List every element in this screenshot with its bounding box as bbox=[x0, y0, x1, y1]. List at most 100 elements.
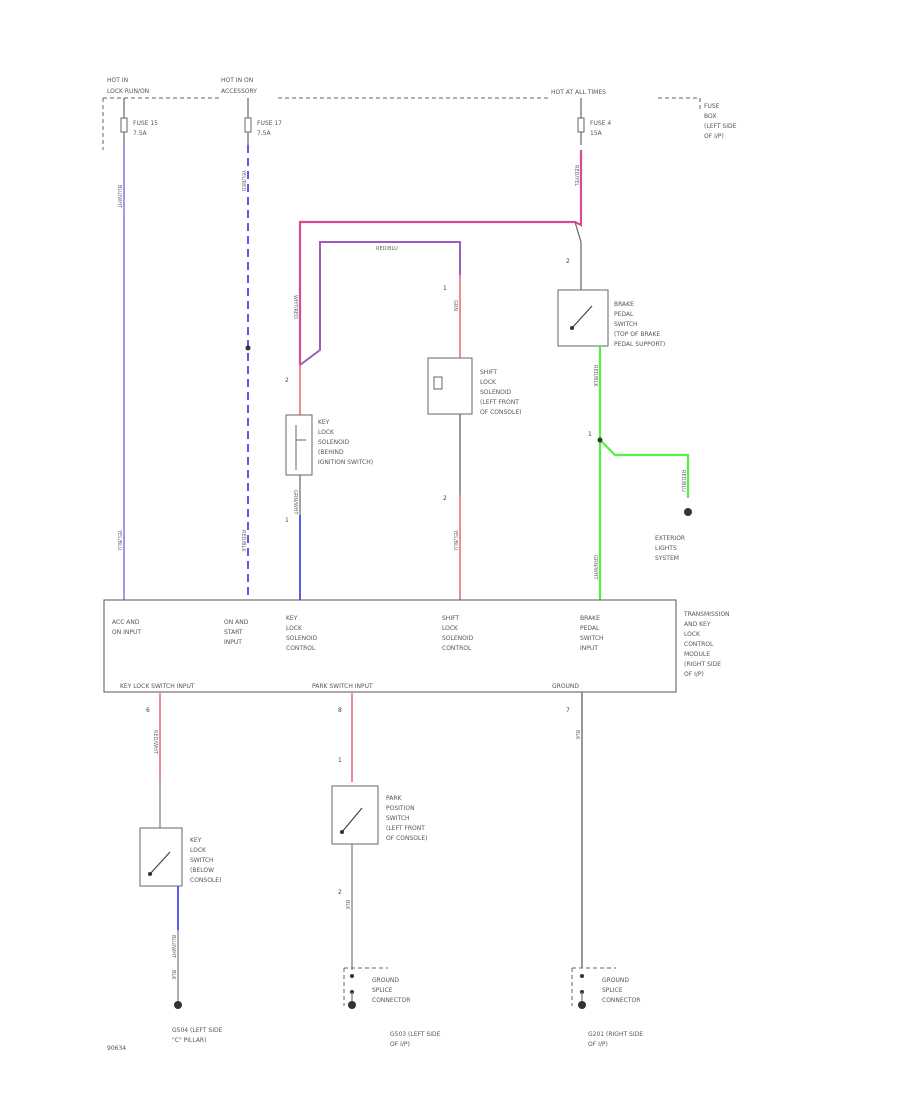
key-sol-label-3: SOLENOID bbox=[318, 439, 350, 446]
key-sol-label-1: KEY bbox=[318, 419, 330, 426]
wire-red-yel-magenta bbox=[298, 150, 583, 365]
exterior-lights-terminal bbox=[684, 508, 692, 516]
g503-line2: OF I/P) bbox=[390, 1041, 410, 1048]
source-mid-line1: HOT IN ON bbox=[221, 77, 253, 84]
jc1-pin-a bbox=[350, 974, 354, 978]
pin-p4: 2 bbox=[443, 495, 447, 502]
jc1-label-1: GROUND bbox=[372, 977, 399, 984]
key-sol-label-4: (BEHIND bbox=[318, 449, 344, 456]
shift-label-4: (LEFT FRONT bbox=[480, 399, 519, 406]
source-left-line2: LOCK RUN/ON bbox=[107, 88, 149, 95]
wire-fuse4-to-brake bbox=[574, 221, 582, 290]
key-lock-switch-box bbox=[139, 827, 183, 887]
module-label-4: CONTROL bbox=[684, 641, 714, 648]
pin-p3: 1 bbox=[443, 285, 447, 292]
park-switch-contact bbox=[340, 830, 344, 834]
park-label-1: PARK bbox=[386, 795, 403, 802]
ground-pin-label: GROUND bbox=[552, 683, 579, 690]
acc-input-2: ON INPUT bbox=[112, 629, 141, 636]
key-lock-switch-contact bbox=[148, 872, 152, 876]
jc1-label-3: CONNECTOR bbox=[372, 997, 410, 1004]
wl-red-blu-b: RED/BLU bbox=[680, 470, 686, 492]
wl-blu-wht: BLU/WHT bbox=[116, 185, 122, 209]
brake-input-1: BRAKE bbox=[580, 615, 600, 622]
key-switch-label-5: CONSOLE) bbox=[190, 877, 221, 884]
key-lock-solenoid-box bbox=[285, 414, 313, 476]
wl-yel-blu-b: YEL/BLU bbox=[452, 529, 458, 551]
brake-switch-box bbox=[557, 289, 609, 347]
shift-control-2: LOCK bbox=[442, 625, 459, 632]
brake-input-4: INPUT bbox=[580, 645, 598, 652]
wl-wht-red: WHT/RED bbox=[292, 295, 298, 319]
green-splice bbox=[597, 437, 603, 443]
key-switch-label-3: SWITCH bbox=[190, 857, 214, 864]
wl-yel-blu: YEL/BLU bbox=[116, 529, 122, 551]
wl-grn: GRN bbox=[452, 300, 458, 311]
pin-p2: 1 bbox=[285, 517, 289, 524]
splice-point bbox=[245, 345, 251, 351]
source-mid-line2: ACCESSORY bbox=[221, 88, 257, 95]
pin-p12: 7 bbox=[566, 707, 570, 714]
key-switch-input: KEY LOCK SWITCH INPUT bbox=[120, 683, 195, 690]
pin-p13: 2 bbox=[338, 889, 342, 896]
g504-line2: "C" PILLAR) bbox=[172, 1037, 206, 1044]
brake-switch-contact bbox=[570, 326, 574, 330]
fuse-4: FUSE 4 15A bbox=[577, 98, 611, 145]
on-input-1: ON AND bbox=[224, 619, 249, 626]
jc1-label-2: SPLICE bbox=[372, 987, 393, 994]
jc2-label-3: CONNECTOR bbox=[602, 997, 640, 1004]
key-control-3: SOLENOID bbox=[286, 635, 318, 642]
shift-control-4: CONTROL bbox=[442, 645, 472, 652]
wl-red-wht: RED/WHT bbox=[152, 730, 158, 755]
key-switch-label-2: LOCK bbox=[190, 847, 207, 854]
brake-input-3: SWITCH bbox=[580, 635, 604, 642]
ground-g503 bbox=[348, 1001, 356, 1009]
wl-red-blk: RED/BLK bbox=[240, 530, 246, 552]
ground-g504 bbox=[174, 1001, 182, 1009]
fuse-17: FUSE 17 7.5A bbox=[244, 98, 282, 145]
shift-label-5: OF CONSOLE) bbox=[480, 409, 522, 416]
module-label-5: MODULE bbox=[684, 651, 710, 658]
on-input-2: START bbox=[224, 629, 243, 636]
shift-label-1: SHIFT bbox=[480, 369, 497, 376]
brake-label-1: BRAKE bbox=[614, 301, 634, 308]
fuse-box-boundary bbox=[103, 97, 701, 112]
module-label-2: AND KEY bbox=[684, 621, 711, 628]
wl-blk-b: BLK bbox=[344, 900, 350, 910]
fuse-box-label-1: FUSE bbox=[704, 103, 720, 110]
fuse-17-name: FUSE 17 bbox=[257, 120, 282, 127]
park-label-5: OF CONSOLE) bbox=[386, 835, 428, 842]
wire-purple bbox=[299, 241, 461, 366]
wl-red-blu: RED/BLU bbox=[376, 246, 398, 252]
on-input-3: INPUT bbox=[224, 639, 242, 646]
joint-connector-2-outline bbox=[571, 967, 616, 1006]
pin-p9: 6 bbox=[146, 707, 150, 714]
key-sol-label-2: LOCK bbox=[318, 429, 335, 436]
park-input: PARK SWITCH INPUT bbox=[312, 683, 373, 690]
ext-lights-2: LIGHTS bbox=[655, 545, 677, 552]
wl-grn-wht-b: GRN/WHT bbox=[592, 555, 598, 580]
source-right: HOT AT ALL TIMES bbox=[551, 89, 606, 96]
jc2-label-2: SPLICE bbox=[602, 987, 623, 994]
park-label-2: POSITION bbox=[386, 805, 415, 812]
ext-lights-1: EXTERIOR bbox=[655, 535, 685, 542]
fuse-17-rating: 7.5A bbox=[257, 130, 272, 137]
wl-red-yel: RED/YEL bbox=[573, 165, 579, 186]
key-switch-label-4: (BELOW bbox=[190, 867, 214, 874]
g503-line1: G503 (LEFT SIDE bbox=[390, 1031, 441, 1038]
ground-g201 bbox=[578, 1001, 586, 1009]
wire-green bbox=[598, 346, 690, 600]
pin-p1: 2 bbox=[285, 377, 289, 384]
joint-connector-1-outline bbox=[343, 967, 388, 1006]
key-sol-label-5: IGNITION SWITCH) bbox=[318, 459, 373, 466]
module-label-3: LOCK bbox=[684, 631, 701, 638]
shift-control-3: SOLENOID bbox=[442, 635, 474, 642]
wl-blk-c: BLK bbox=[574, 730, 580, 740]
shift-lock-solenoid-symbol bbox=[433, 376, 443, 390]
g201-line2: OF I/P) bbox=[588, 1041, 608, 1048]
module-label-7: OF I/P) bbox=[684, 671, 704, 678]
jc2-label-1: GROUND bbox=[602, 977, 629, 984]
key-lock-solenoid-symbol bbox=[295, 425, 306, 470]
